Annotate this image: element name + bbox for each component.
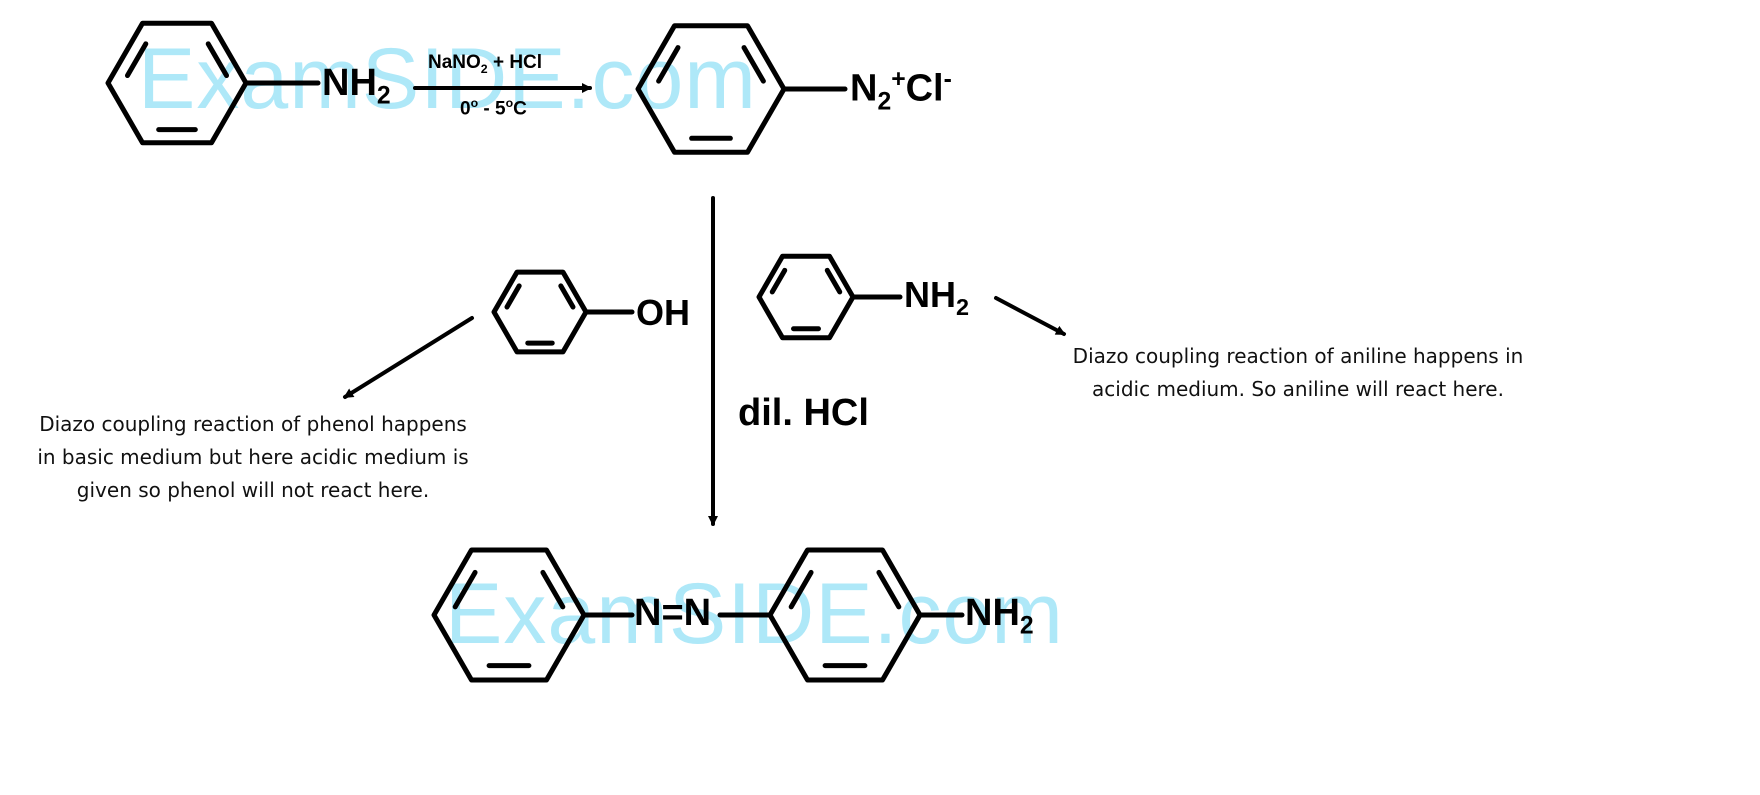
phenol-oh: OH — [636, 292, 690, 333]
azo-linkage: N=N — [634, 592, 712, 634]
aniline-ring-double-bond — [769, 267, 788, 295]
note-line: in basic medium but here acidic medium i… — [37, 445, 469, 469]
note-line: acidic medium. So aniline will react her… — [1092, 377, 1504, 401]
phenol-note-arrow — [343, 316, 474, 399]
aniline-reactant-ring — [105, 20, 249, 146]
aniline-reactant-ring-double-bond — [124, 41, 149, 79]
product-ring-b — [767, 547, 923, 683]
product-ring-a — [431, 547, 587, 683]
product-ring-a-double-bond — [452, 569, 478, 610]
reagent-label: NaNO2 + HCl — [428, 52, 543, 76]
phenol-ring-double-bond — [504, 283, 522, 310]
temperature-label: 0o - 5oC — [460, 96, 527, 120]
product-ring-a-double-bond — [540, 569, 566, 610]
phenol-note: Diazo coupling reaction of phenol happen… — [8, 408, 498, 507]
diazonium-ring-double-bond — [741, 45, 766, 84]
product-ring-b-double-bond — [788, 569, 814, 610]
aniline-nh2: NH2 — [904, 274, 970, 321]
aniline-ring-double-bond — [824, 267, 843, 295]
aniline-ring — [756, 253, 856, 341]
diazonium-ring — [635, 23, 787, 155]
product-nh2: NH2 — [965, 592, 1034, 640]
aniline-reactant-nh2: NH2 — [322, 62, 391, 110]
product-ring-b-double-bond — [876, 569, 902, 610]
phenol-ring — [491, 269, 589, 355]
note-line: Diazo coupling reaction of phenol happen… — [39, 412, 467, 436]
aniline-reactant-ring-double-bond — [205, 41, 230, 79]
note-line: given so phenol will not react here. — [76, 478, 430, 502]
diazonium-group: N2+Cl- — [850, 66, 952, 116]
aniline-note: Diazo coupling reaction of aniline happe… — [1048, 340, 1548, 406]
diazonium-ring-double-bond — [656, 45, 681, 84]
phenol-ring-double-bond — [558, 283, 576, 310]
condition-label: dil. HCl — [738, 392, 869, 434]
note-line: Diazo coupling reaction of aniline happe… — [1072, 344, 1524, 368]
aniline-note-arrow — [994, 296, 1066, 336]
